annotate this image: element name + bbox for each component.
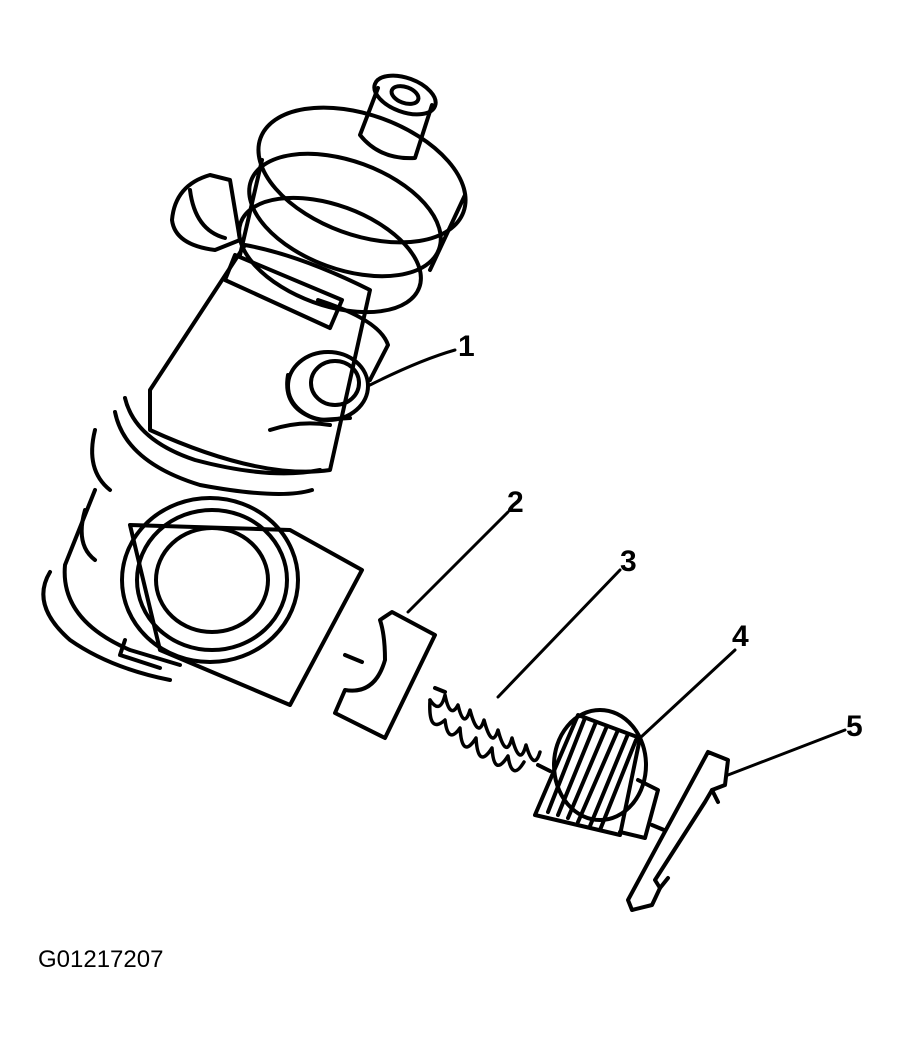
part-4-adjuster-plug bbox=[533, 708, 660, 840]
housing-body bbox=[148, 243, 372, 474]
callout-1: 1 bbox=[458, 330, 475, 363]
leader-5 bbox=[726, 728, 847, 777]
leader-4 bbox=[638, 648, 737, 740]
callout-2: 2 bbox=[507, 486, 524, 519]
input-shaft bbox=[358, 86, 434, 161]
leader-3 bbox=[496, 568, 622, 699]
part-2-rack-guide bbox=[333, 610, 437, 740]
gear-housing bbox=[41, 73, 468, 682]
input-shaft-end bbox=[372, 73, 438, 117]
part-1-plug bbox=[268, 350, 370, 432]
housing-cap-ring-1 bbox=[256, 105, 468, 245]
part-3-spring bbox=[428, 693, 542, 773]
leader-1 bbox=[368, 348, 457, 387]
callout-3: 3 bbox=[620, 545, 637, 578]
rack-guide-bore bbox=[120, 496, 364, 707]
leader-lines bbox=[368, 348, 847, 777]
assembly-centerline bbox=[343, 653, 666, 832]
callout-4: 4 bbox=[732, 620, 749, 653]
housing-cap-ring-3 bbox=[237, 195, 423, 315]
housing-side-port bbox=[170, 173, 242, 252]
figure-id: G01217207 bbox=[38, 946, 164, 973]
callout-5: 5 bbox=[846, 710, 863, 743]
leader-2 bbox=[406, 510, 510, 614]
part-5-lock-nut bbox=[626, 750, 730, 912]
